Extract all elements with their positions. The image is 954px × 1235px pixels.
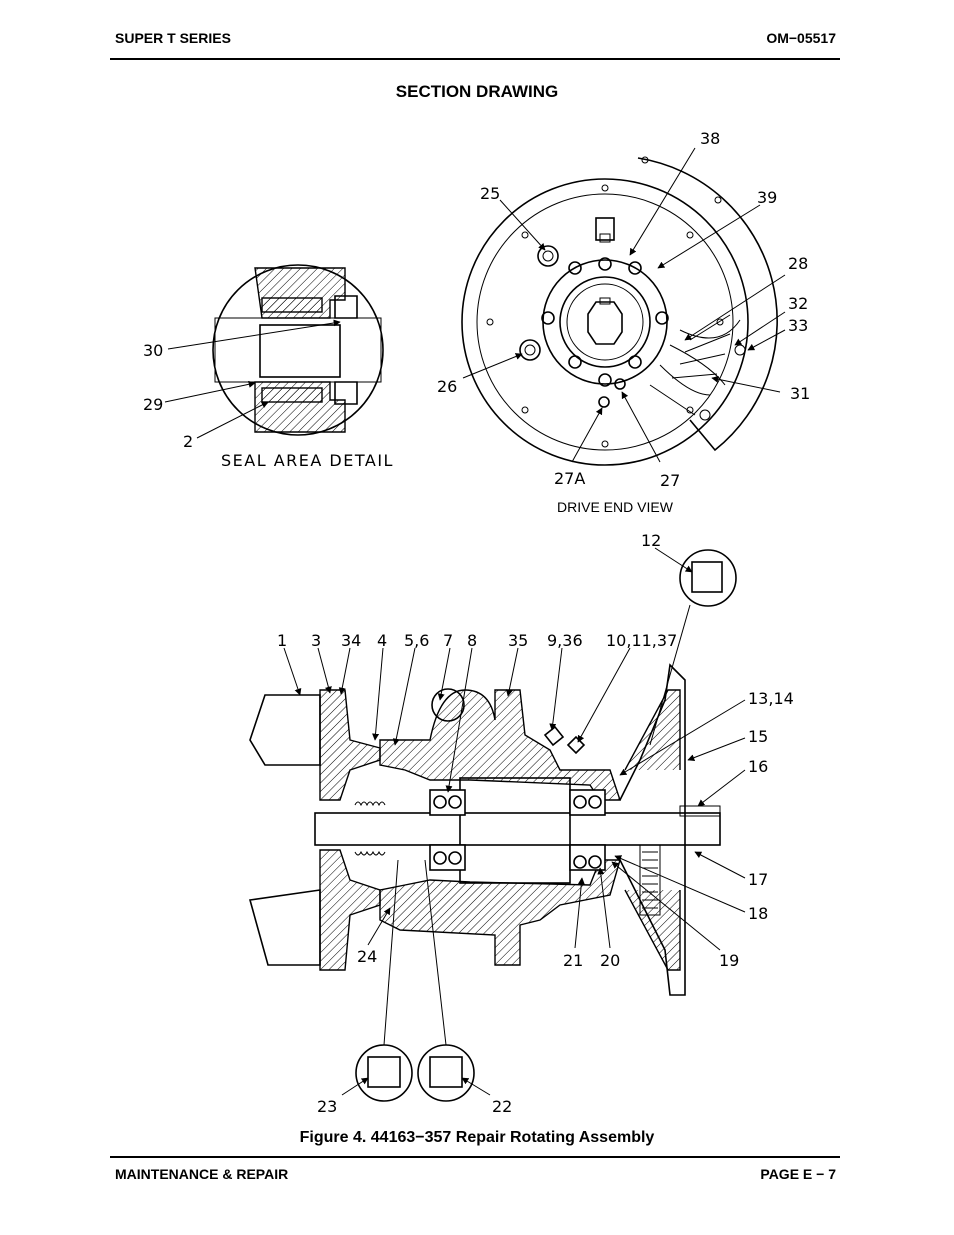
callout-2: 2 xyxy=(183,432,193,451)
drive-end-view-title: DRIVE END VIEW xyxy=(557,499,674,515)
callout-12: 12 xyxy=(641,531,661,550)
callout-28: 28 xyxy=(788,254,808,273)
callout-19: 19 xyxy=(719,951,739,970)
callout-27: 27 xyxy=(660,471,680,490)
callout-23: 23 xyxy=(317,1097,337,1116)
callout-16: 16 xyxy=(748,757,768,776)
callout-33: 33 xyxy=(788,316,808,335)
callout-25: 25 xyxy=(480,184,500,203)
drive-end-view: 38 39 25 28 32 33 26 31 27A 27 DRIVE END… xyxy=(437,129,810,515)
callout-24: 24 xyxy=(357,947,377,966)
callout-32: 32 xyxy=(788,294,808,313)
callout-9-36: 9,36 xyxy=(547,631,583,650)
callout-30: 30 xyxy=(143,341,163,360)
callout-17: 17 xyxy=(748,870,768,889)
callout-20: 20 xyxy=(600,951,620,970)
footer-section: MAINTENANCE & REPAIR xyxy=(115,1166,289,1182)
callout-18: 18 xyxy=(748,904,768,923)
header-series: SUPER T SERIES xyxy=(115,30,231,46)
callout-4: 4 xyxy=(377,631,387,650)
header-rule xyxy=(110,58,840,60)
seal-area-detail: 30 29 2 SEAL AREA DETAIL xyxy=(143,264,394,470)
figure-caption: Figure 4. 44163−357 Repair Rotating Asse… xyxy=(299,1129,655,1146)
rotating-assembly-section: 12 1 3 34 4 5,6 7 8 35 9,36 10,11,37 13,… xyxy=(248,531,794,1116)
callout-13-14: 13,14 xyxy=(748,689,794,708)
callout-39: 39 xyxy=(757,188,777,207)
callout-22: 22 xyxy=(492,1097,512,1116)
callout-26: 26 xyxy=(437,377,457,396)
seal-area-detail-title: SEAL AREA DETAIL xyxy=(221,451,394,470)
callout-29: 29 xyxy=(143,395,163,414)
callout-10-11-37: 10,11,37 xyxy=(606,631,677,650)
header-doc-number: OM−05517 xyxy=(766,30,836,46)
callout-3: 3 xyxy=(311,631,321,650)
callout-8: 8 xyxy=(467,631,477,650)
callout-1: 1 xyxy=(277,631,287,650)
callout-21: 21 xyxy=(563,951,583,970)
footer-page-number: PAGE E − 7 xyxy=(760,1166,836,1182)
callout-31: 31 xyxy=(790,384,810,403)
callout-7: 7 xyxy=(443,631,453,650)
callout-35: 35 xyxy=(508,631,528,650)
footer-rule xyxy=(110,1156,840,1158)
callout-5-6: 5,6 xyxy=(404,631,429,650)
callout-38: 38 xyxy=(700,129,720,148)
callout-27a: 27A xyxy=(554,469,585,488)
section-title: SECTION DRAWING xyxy=(395,82,559,101)
callout-15: 15 xyxy=(748,727,768,746)
callout-34: 34 xyxy=(341,631,361,650)
